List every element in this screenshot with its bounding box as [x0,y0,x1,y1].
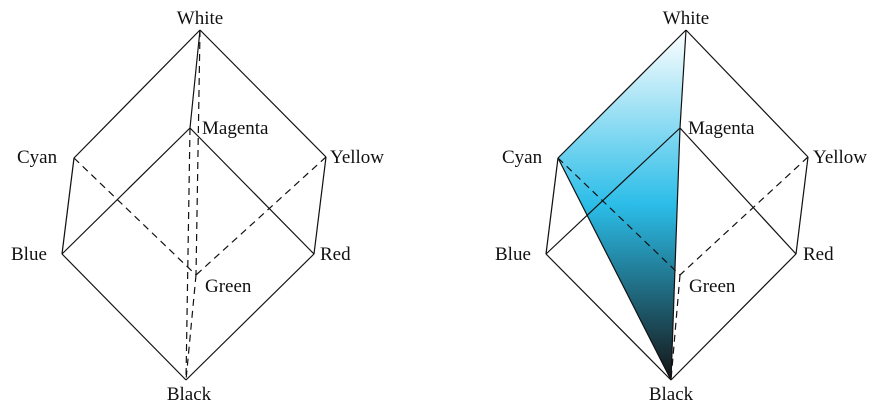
label-cyan: Cyan [502,147,543,168]
edge-yellow-red [795,156,809,255]
edge-white-yellow [199,29,327,158]
edge-cyan-green [73,157,197,276]
right-cube-visible-edges [545,29,809,381]
label-black: Black [649,384,694,405]
label-red: Red [803,244,834,265]
label-white: White [177,8,223,29]
edge-white-cyan [73,29,201,159]
left-color-cube: White Magenta Cyan Yellow Blue Red Green… [11,8,384,405]
edge-white-magenta [679,29,687,129]
edge-yellow-green [679,156,809,276]
edge-cyan-green [557,157,681,276]
left-cube-labels: White Magenta Cyan Yellow Blue Red Green… [11,8,384,405]
label-white: White [663,8,709,29]
label-blue: Blue [11,244,47,265]
edge-cyan-black [557,157,672,381]
right-cube-hidden-edges [557,156,809,381]
label-red: Red [320,244,351,265]
edge-cyan-blue [545,157,559,255]
edge-magenta-black [185,127,191,381]
left-cube-visible-edges [61,29,327,381]
edge-green-black [670,274,681,381]
left-cube-hidden-edges [73,29,327,381]
label-yellow: Yellow [330,147,384,168]
edge-green-black [185,274,197,381]
edge-white-cyan [557,29,687,159]
edge-magenta-red [679,127,797,255]
label-green: Green [689,276,736,297]
right-cube-labels: White Magenta Cyan Yellow Blue Red Green… [495,8,867,405]
edge-white-yellow [685,29,809,158]
label-yellow: Yellow [813,147,867,168]
edge-red-black [670,253,797,381]
label-black: Black [167,384,212,405]
edge-white-green [195,29,201,276]
label-cyan: Cyan [17,147,58,168]
label-blue: Blue [495,244,531,265]
edge-blue-black [545,253,672,381]
shaded-plane-white-cyan-black [558,30,686,380]
right-color-cube: White Magenta Cyan Yellow Blue Red Green… [495,8,867,405]
edge-magenta-black [670,127,681,381]
edge-magenta-blue [61,127,191,255]
edge-blue-black [61,253,187,381]
edge-cyan-blue [61,157,75,255]
edge-magenta-blue [545,127,681,255]
edge-yellow-red [313,156,327,255]
edge-magenta-red [189,127,315,255]
edge-white-magenta [189,29,201,129]
label-green: Green [205,276,252,297]
label-magenta: Magenta [202,118,269,139]
edge-red-black [185,253,315,381]
edge-yellow-green [195,156,327,276]
label-magenta: Magenta [688,118,755,139]
